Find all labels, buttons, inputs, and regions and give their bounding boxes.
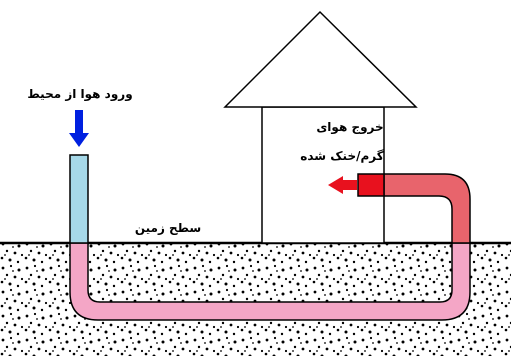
air-outlet-label-line2: گرم/خنک شده [300,149,384,163]
air-outlet-label-line1: خروج هوای [316,120,384,134]
house-roof [223,10,418,108]
outlet-air-arrow-icon [328,176,357,194]
outlet-nozzle [357,173,385,197]
inlet-air-arrow-icon [69,110,89,147]
air-inlet-label: ورود هوا از محیط [27,87,133,101]
ground-surface-label: سطح زمین [134,221,202,235]
outlet-pipe [383,173,471,244]
inlet-pipe [69,154,89,244]
